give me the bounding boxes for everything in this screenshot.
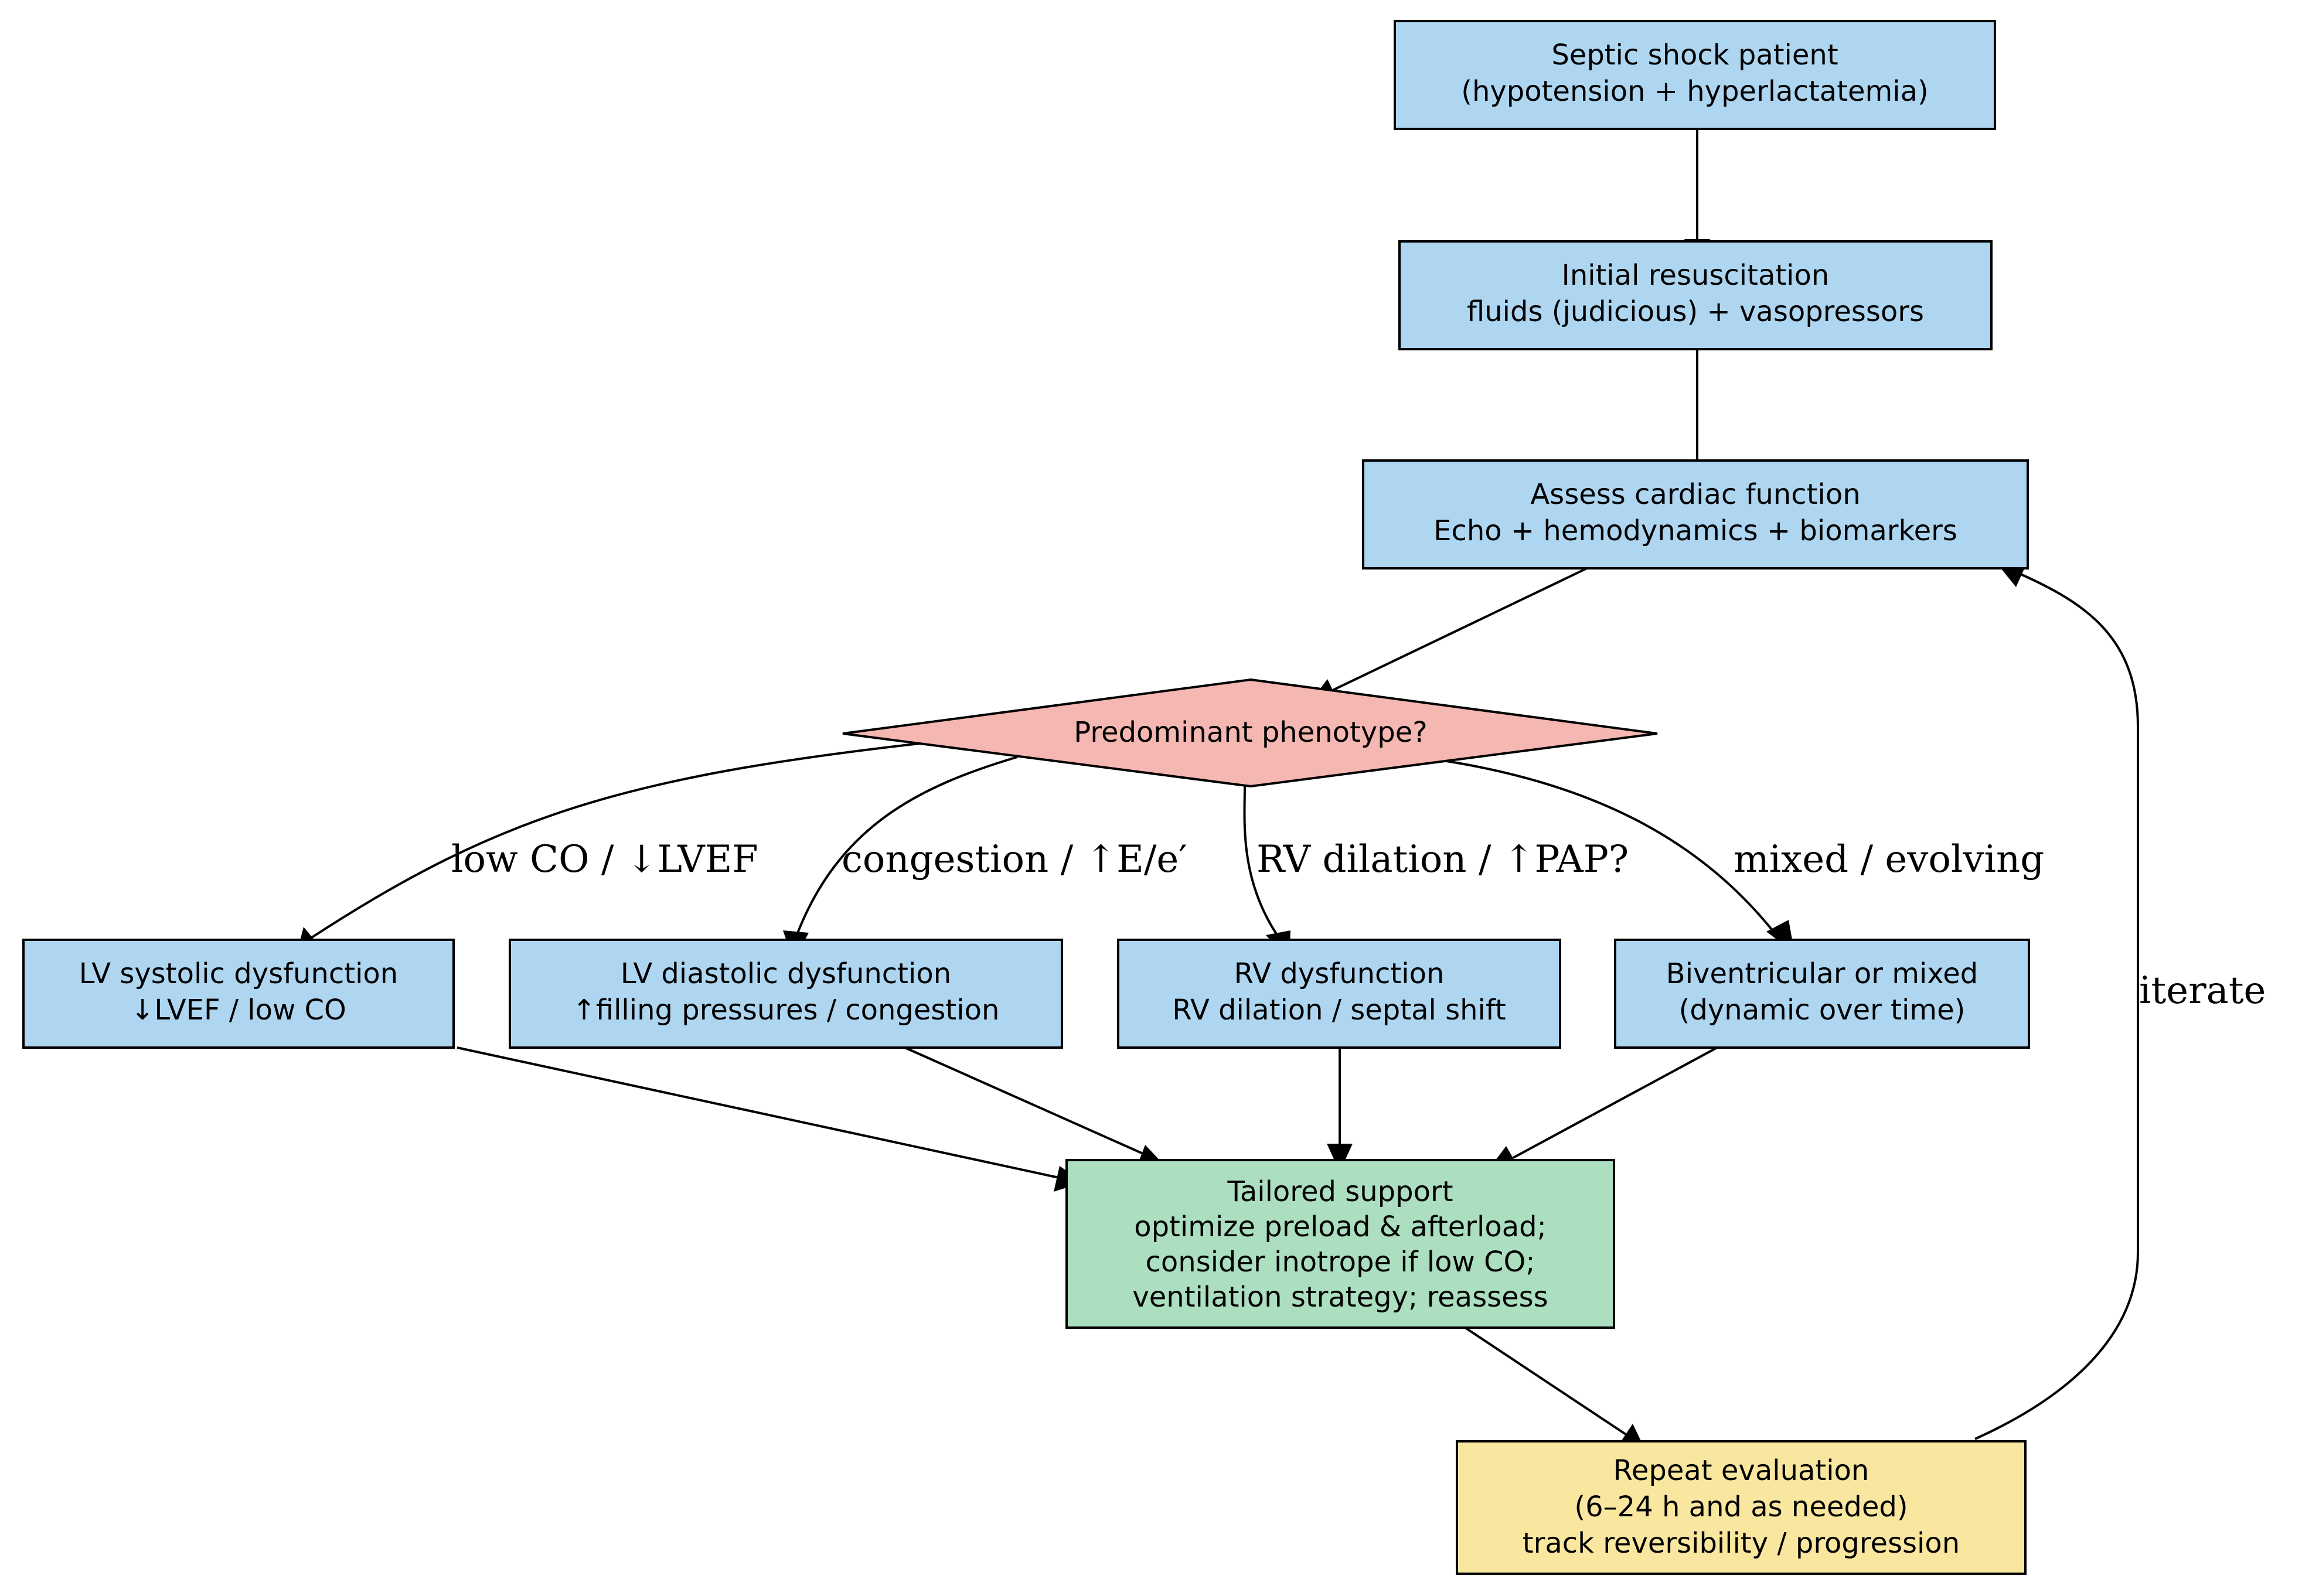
node-predominant-phenotype: Predominant phenotype?: [842, 678, 1658, 788]
arrowhead-support-3: [1327, 1144, 1353, 1172]
node-line: ↑filling pressures / congestion: [573, 994, 1000, 1027]
edge-support-repeat: [1464, 1326, 1627, 1435]
nodes: Septic shock patient (hypotension + hype…: [22, 20, 2030, 1575]
node-repeat-evaluation: Repeat evaluation (6–24 h and as needed)…: [1456, 1440, 2027, 1575]
edge-label-lvsys: low CO / ↓LVEF: [451, 838, 758, 881]
node-line: (dynamic over time): [1679, 994, 1966, 1027]
node-line: consider inotrope if low CO;: [1146, 1246, 1535, 1278]
node-line: Echo + hemodynamics + biomarkers: [1433, 514, 1957, 547]
node-initial-resuscitation: Initial resuscitation fluids (judicious)…: [1398, 240, 1993, 350]
node-rv-dysfunction: RV dysfunction RV dilation / septal shif…: [1117, 939, 1561, 1049]
node-biventricular-or-mixed: Biventricular or mixed (dynamic over tim…: [1614, 939, 2030, 1049]
node-line: fluids (judicious) + vasopressors: [1467, 295, 1924, 328]
edge-lvsys-support: [457, 1046, 1065, 1180]
node-line: Predominant phenotype?: [1074, 716, 1428, 749]
node-lv-systolic-dysfunction: LV systolic dysfunction ↓LVEF / low CO: [22, 939, 455, 1049]
node-line: Septic shock patient: [1551, 39, 1838, 71]
node-lv-diastolic-dysfunction: LV diastolic dysfunction ↑filling pressu…: [509, 939, 1063, 1049]
node-line: ↓LVEF / low CO: [131, 994, 346, 1027]
node-line: RV dysfunction: [1234, 957, 1445, 990]
edge-phenotype-lvdia: [795, 756, 1018, 938]
edge-phenotype-rv: [1243, 786, 1280, 939]
node-line: LV systolic dysfunction: [79, 957, 398, 990]
edge-label-lvdia: congestion / ↑E/e′: [842, 838, 1187, 881]
node-line: ventilation strategy; reassess: [1132, 1281, 1548, 1314]
node-tailored-support: Tailored support optimize preload & afte…: [1065, 1159, 1615, 1329]
node-line: Assess cardiac function: [1530, 478, 1860, 511]
node-line: Tailored support: [1227, 1175, 1453, 1208]
edge-phenotype-biv: [1442, 759, 1779, 939]
node-line: RV dilation / septal shift: [1172, 994, 1506, 1027]
node-line: optimize preload & afterload;: [1134, 1210, 1547, 1243]
edge-label-biv: mixed / evolving: [1734, 838, 2044, 881]
node-line: Initial resuscitation: [1562, 259, 1830, 292]
edge-label-iterate: iterate: [2139, 969, 2266, 1012]
edge-labels: low CO / ↓LVEF congestion / ↑E/e′ RV dil…: [451, 838, 2266, 1012]
edge-biv-support: [1513, 1046, 1718, 1159]
edge-assess-phenotype: [1332, 566, 1590, 691]
node-line: LV diastolic dysfunction: [621, 957, 951, 990]
node-line: (6–24 h and as needed): [1574, 1491, 1908, 1523]
edge-label-rv: RV dilation / ↑PAP?: [1256, 838, 1629, 881]
node-line: (hypotension + hyperlactatemia): [1461, 75, 1929, 108]
node-assess-cardiac-function: Assess cardiac function Echo + hemodynam…: [1362, 459, 2029, 569]
node-line: Biventricular or mixed: [1666, 957, 1978, 990]
node-line: Repeat evaluation: [1613, 1454, 1869, 1487]
edge-lvdia-support: [904, 1046, 1153, 1159]
edge-repeat-assess: [1974, 573, 2139, 1440]
edge-phenotype-lvsys: [311, 742, 925, 939]
node-line: track reversibility / progression: [1523, 1527, 1960, 1560]
node-septic-shock-patient: Septic shock patient (hypotension + hype…: [1394, 20, 1996, 130]
